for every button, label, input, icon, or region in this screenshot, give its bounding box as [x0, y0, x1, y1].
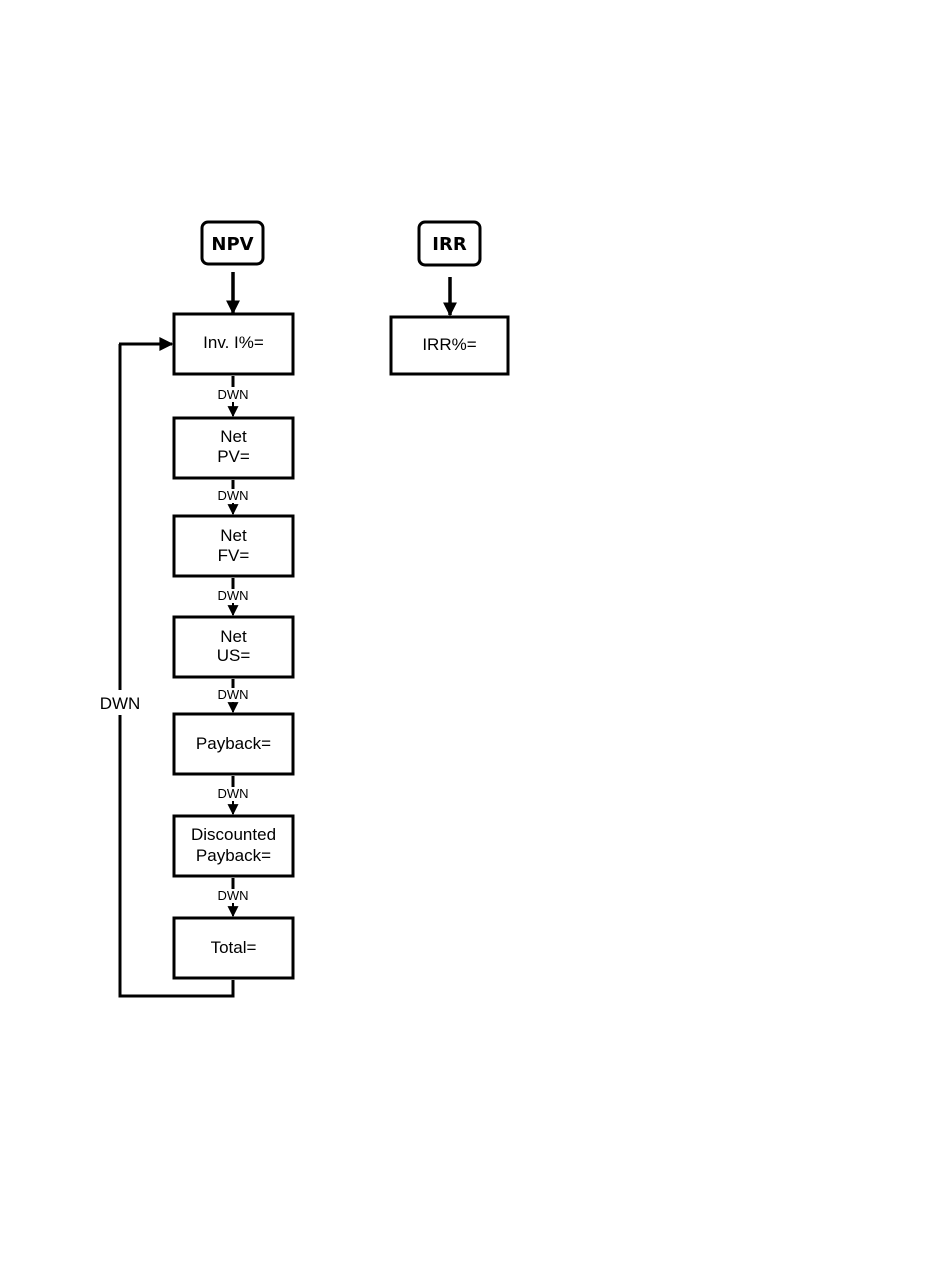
loop-dwn-label: DWN: [100, 694, 141, 713]
dwn-label-4: DWN: [217, 687, 248, 702]
box-label-total: Total=: [211, 938, 257, 957]
box-label-discounted-payback-line2: Payback=: [196, 846, 271, 865]
npv-box-net-fv: Net FV=: [174, 516, 293, 576]
npv-box-net-pv: Net PV=: [174, 418, 293, 478]
box-label-net-pv-line1: Net: [220, 427, 247, 446]
npv-key-label: NPV: [211, 234, 253, 255]
connector-1: DWN: [217, 376, 248, 416]
dwn-label-5: DWN: [217, 786, 248, 801]
box-label-net-pv-line2: PV=: [217, 447, 250, 466]
npv-key[interactable]: NPV: [202, 222, 263, 264]
irr-key[interactable]: IRR: [419, 222, 480, 265]
box-label-net-fv-line1: Net: [220, 526, 247, 545]
box-label-inv-interest: Inv. I%=: [203, 333, 264, 352]
dwn-label-6: DWN: [217, 888, 248, 903]
box-label-net-fv-line2: FV=: [218, 546, 250, 565]
dwn-label-1: DWN: [217, 387, 248, 402]
npv-box-net-us: Net US=: [174, 617, 293, 677]
box-label-net-us-line1: Net: [220, 627, 247, 646]
box-label-payback: Payback=: [196, 734, 271, 753]
connector-3: DWN: [217, 578, 248, 615]
box-label-discounted-payback-line1: Discounted: [191, 825, 276, 844]
connector-6: DWN: [217, 878, 248, 916]
npv-box-total: Total=: [174, 918, 293, 978]
box-label-net-us-line2: US=: [217, 646, 251, 665]
npv-box-discounted-payback: Discounted Payback=: [174, 816, 293, 876]
irr-key-label: IRR: [432, 234, 467, 255]
connector-5: DWN: [217, 776, 248, 814]
irr-percent-label: IRR%=: [422, 335, 476, 354]
npv-box-payback: Payback=: [174, 714, 293, 774]
npv-box-inv-interest: Inv. I%=: [174, 314, 293, 374]
connector-2: DWN: [217, 480, 248, 514]
irr-percent-box: IRR%=: [391, 317, 508, 374]
connector-4: DWN: [217, 679, 248, 712]
dwn-label-2: DWN: [217, 488, 248, 503]
dwn-label-3: DWN: [217, 588, 248, 603]
